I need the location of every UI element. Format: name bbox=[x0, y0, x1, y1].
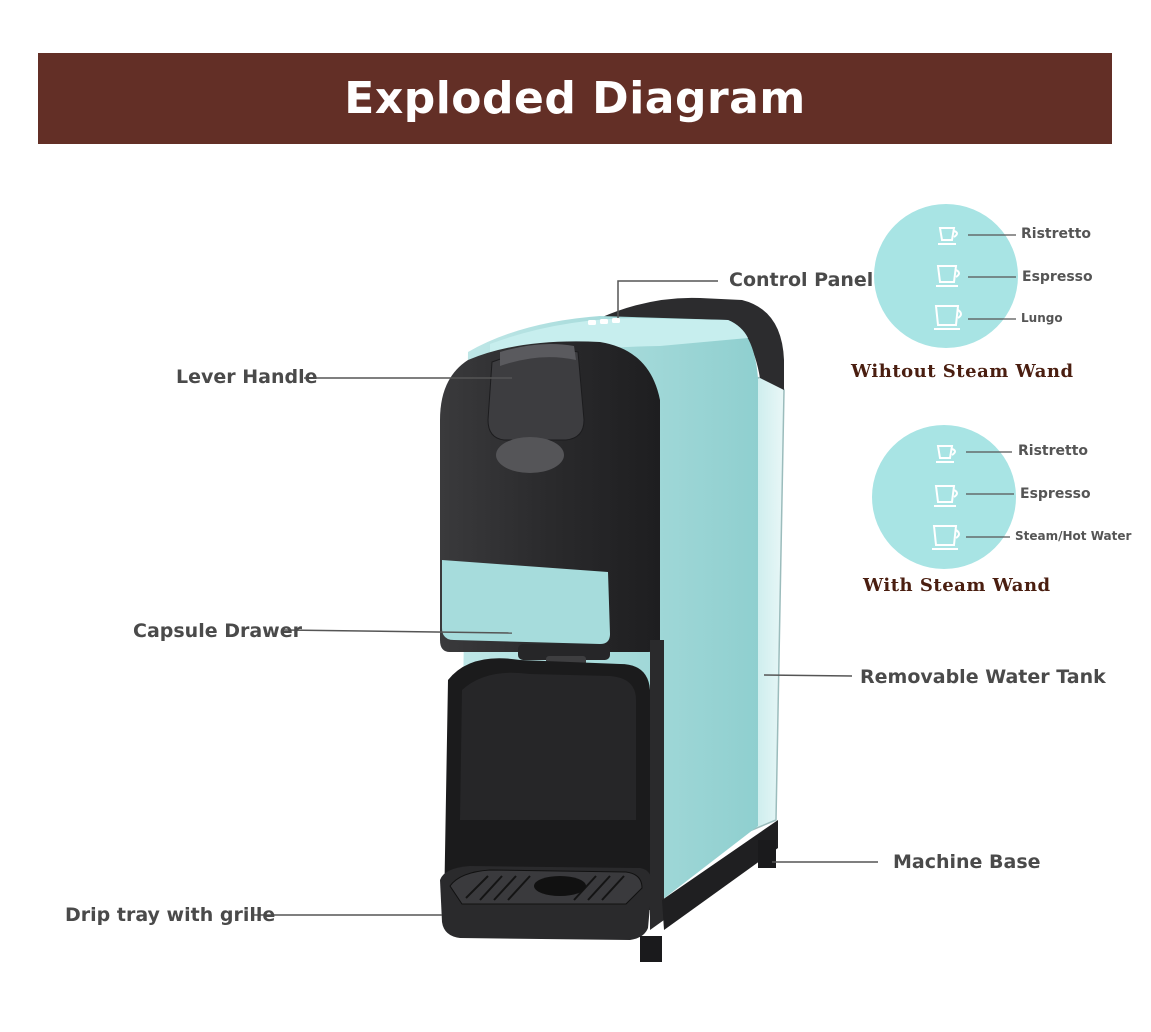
label-removable-water-tank: Removable Water Tank bbox=[860, 666, 1106, 688]
leader-capsule-drawer bbox=[283, 629, 513, 634]
leader-water-tank bbox=[763, 674, 853, 677]
panel1-button-lungo: Lungo bbox=[1021, 311, 1063, 325]
label-control-panel: Control Panel bbox=[729, 269, 874, 291]
panel1-button-ristretto: Ristretto bbox=[1021, 226, 1092, 242]
top-cap bbox=[600, 297, 784, 390]
panel-circle-without-steam bbox=[874, 204, 1018, 348]
caption-with-steam: With Steam Wand bbox=[863, 575, 1051, 596]
label-lever-handle: Lever Handle bbox=[176, 366, 318, 388]
page-title: Exploded Diagram bbox=[344, 73, 806, 124]
leader-control-panel bbox=[617, 280, 718, 318]
panel2-button-ristretto: Ristretto bbox=[1018, 443, 1089, 459]
panel1-button-espresso: Espresso bbox=[1022, 269, 1093, 285]
label-drip-tray: Drip tray with grille bbox=[65, 904, 276, 926]
cup-icons-with-steam bbox=[932, 445, 960, 550]
label-capsule-drawer: Capsule Drawer bbox=[133, 620, 302, 642]
panel2-button-espresso: Espresso bbox=[1020, 486, 1091, 502]
machine-base bbox=[662, 820, 778, 930]
panel2-button-steam-hot-water: Steam/Hot Water bbox=[1015, 529, 1132, 543]
panel-circle-with-steam bbox=[872, 425, 1016, 569]
cup-icons-without-steam bbox=[934, 227, 962, 330]
control-panel-icons bbox=[588, 318, 620, 325]
capsule-drawer bbox=[442, 560, 610, 644]
label-machine-base: Machine Base bbox=[893, 851, 1041, 873]
caption-without-steam: Wihtout Steam Wand bbox=[851, 361, 1074, 382]
header-banner: Exploded Diagram bbox=[38, 53, 1112, 144]
